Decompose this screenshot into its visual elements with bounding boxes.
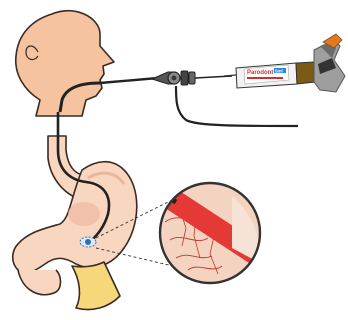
magnified-mucosa-icon	[150, 183, 282, 283]
stomach-icon	[13, 112, 137, 310]
head-icon	[16, 11, 114, 116]
syringe-icon: Parodont 5ml	[224, 34, 345, 92]
syringe-brand-label: Parodont	[247, 70, 273, 76]
syringe-volume-label: 5ml	[275, 69, 283, 74]
